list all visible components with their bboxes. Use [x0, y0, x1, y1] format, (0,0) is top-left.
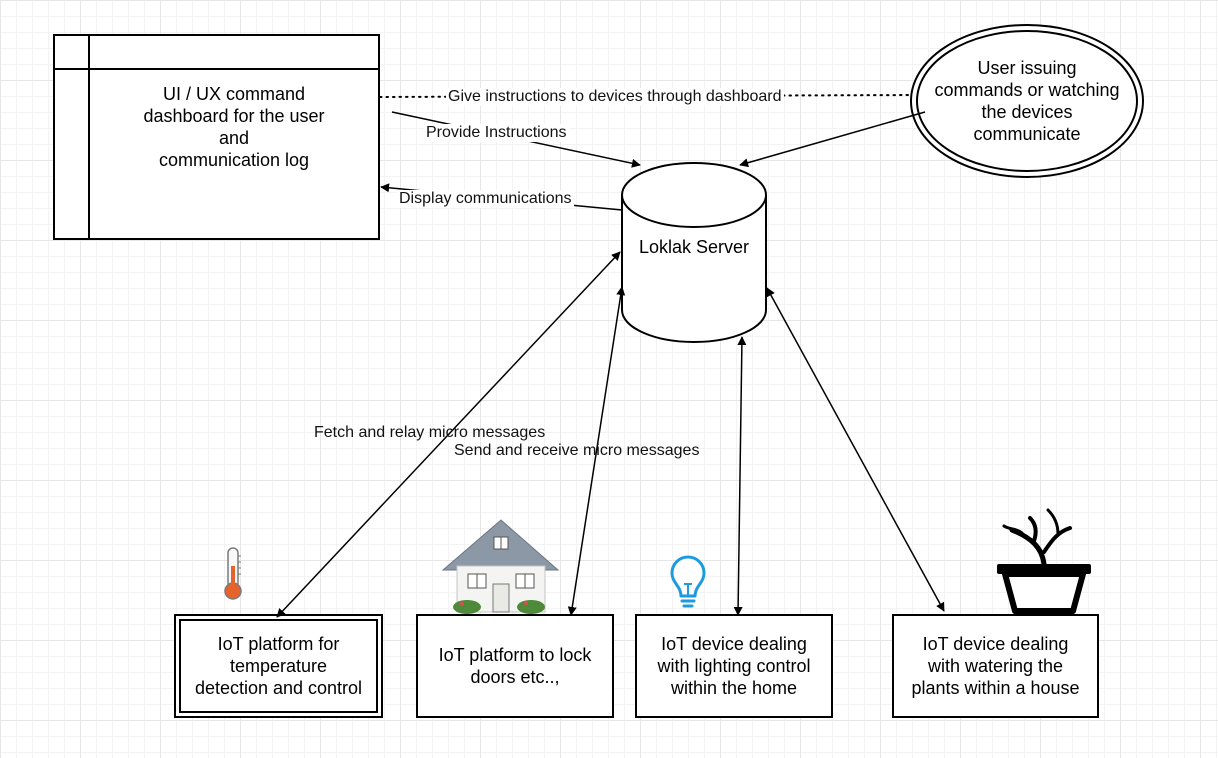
provide-instructions-label: Provide Instructions	[424, 124, 569, 142]
server-label: Loklak Server	[638, 237, 750, 257]
give-instructions-label: Give instructions to devices through das…	[446, 88, 784, 106]
edge-lighting	[733, 336, 747, 616]
house-icon	[441, 519, 560, 614]
lock-platform-box	[416, 614, 614, 718]
edge-fetch-relay	[276, 251, 621, 618]
watering-device-label: IoT device dealing with watering the pla…	[911, 634, 1080, 698]
user-ellipse	[910, 24, 1144, 178]
lighting-device-box	[635, 614, 833, 718]
edge-user-to-server	[739, 111, 926, 168]
send-receive-label: Send and receive micro messages	[454, 442, 700, 459]
dashboard-box	[53, 34, 380, 240]
user-label: User issuing commands or watching the de…	[934, 58, 1120, 144]
watering-device-box	[892, 614, 1099, 718]
edge-watering	[766, 287, 945, 612]
server-cylinder	[621, 162, 767, 343]
lock-platform-label: IoT platform to lock doors etc..,	[438, 645, 592, 687]
edge-send-receive	[567, 286, 626, 616]
potted-plant-icon	[997, 508, 1091, 614]
thermometer-icon	[224, 547, 242, 600]
display-communications-label: Display communications	[397, 190, 574, 208]
temp-platform-label: IoT platform for temperature detection a…	[194, 634, 363, 698]
dashboard-label: UI / UX command dashboard for the user a…	[143, 84, 325, 170]
lighting-device-label: IoT device dealing with lighting control…	[657, 634, 811, 698]
fetch-relay-label: Fetch and relay micro messages	[314, 424, 546, 441]
light-bulb-icon	[670, 555, 706, 608]
